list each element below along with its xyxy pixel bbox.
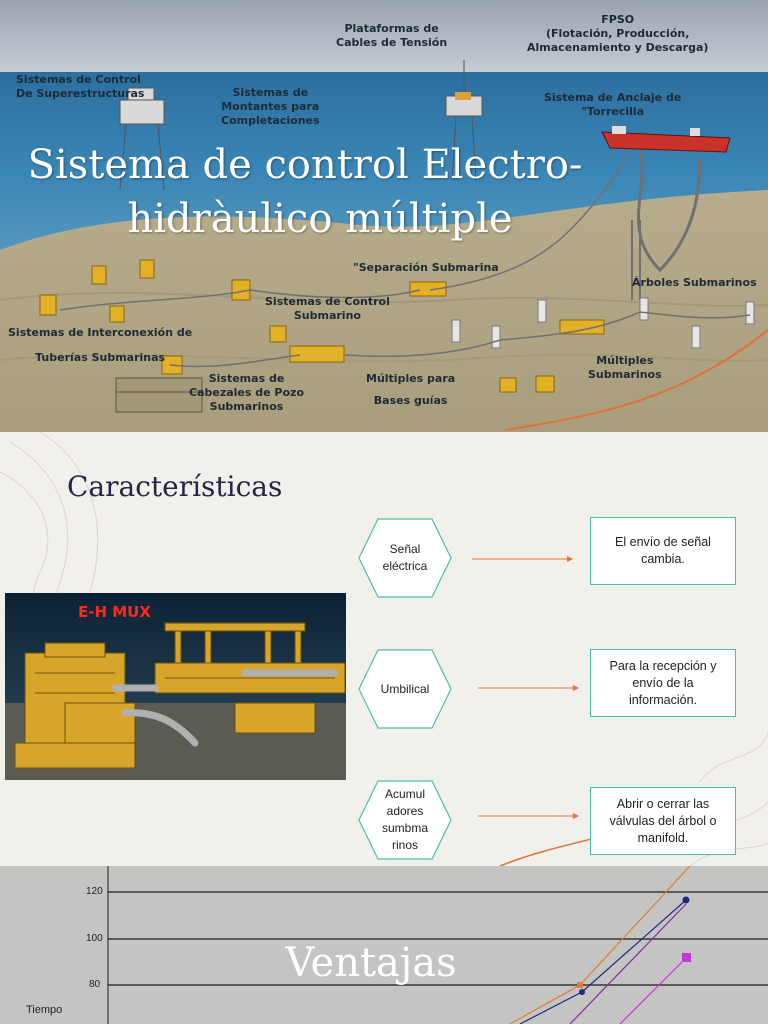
subsea-field-illustration: [0, 0, 768, 432]
box-senal-electrica: El envío de señal cambia.: [590, 517, 736, 585]
label-line: Plataformas de: [344, 22, 439, 35]
arrow-right-icon: [472, 556, 573, 562]
eh-mux-photo: E-H MUX: [5, 593, 346, 780]
hexagon-shape: [358, 518, 452, 598]
label-multiples-bases: Múltiples para Bases guías: [366, 368, 455, 412]
label-line: Cables de Tensión: [336, 36, 448, 49]
arrow-right-icon: [478, 813, 579, 819]
hex-senal-electrica: Señal eléctrica: [358, 518, 452, 598]
slide-title: Ventajas: [0, 940, 768, 986]
label-anclaje: Sistema de Anclaje de "Torrecilla: [544, 91, 681, 119]
slide-title: Sistema de control Electro- hidràulico m…: [0, 138, 610, 246]
label-montantes: Sistemas de Montantes para Completacione…: [221, 86, 320, 128]
label-line: Cabezales de Pozo: [189, 386, 305, 399]
label-line: Completaciones: [221, 114, 320, 127]
label-plataformas: Plataformas de Cables de Tensión: [336, 22, 447, 50]
arrow-right-icon: [478, 685, 579, 691]
slide-caracteristicas: Características: [0, 432, 768, 866]
y-tick-100: 100: [86, 933, 103, 944]
hex-label: Umbilical: [380, 681, 430, 696]
hexagon-shape: [358, 649, 452, 729]
label-line: FPSO: [601, 13, 635, 26]
label-cabezales: Sistemas de Cabezales de Pozo Submarinos: [189, 372, 304, 414]
label-line: Montantes para: [221, 100, 320, 113]
hexagon-shape: [358, 780, 452, 860]
label-line: "Torrecilla: [581, 105, 645, 118]
label-separacion: "Separación Submarina: [353, 261, 499, 274]
label-line: Submarino: [293, 309, 361, 322]
label-multiples-submarinos: Múltiples Submarinos: [588, 354, 662, 382]
label-arboles: Árboles Submarinos: [632, 276, 757, 289]
label-line: Tuberías Submarinas: [35, 351, 166, 364]
hex-umbilical: Umbilical: [358, 649, 452, 729]
label-line: Sistemas de: [208, 372, 285, 385]
label-line: Sistemas de Control: [16, 73, 141, 86]
label-line: De Superestructuras: [16, 87, 145, 100]
section-title: Características: [67, 470, 283, 503]
label-control-submarino: Sistemas de Control Submarino: [265, 295, 390, 323]
label-line: Sistemas de Control: [265, 295, 390, 308]
title-text: Ventajas: [285, 940, 457, 986]
title-line: hidràulico múltiple: [127, 196, 513, 242]
label-line: Almacenamiento y Descarga): [527, 41, 709, 54]
y-axis-label: Tiempo: [26, 1004, 63, 1016]
label-line: Sistemas de: [232, 86, 309, 99]
label-line: Múltiples: [596, 354, 654, 367]
hex-label: Acumul adores sumbma rinos: [381, 787, 428, 852]
label-line: Sistemas de Interconexión de: [8, 326, 193, 339]
label-line: Sistema de Anclaje de: [544, 91, 682, 104]
y-tick-120: 120: [86, 886, 103, 897]
label-line: Múltiples para: [366, 372, 456, 385]
label-line: Bases guías: [373, 394, 448, 407]
slide-subsea-overview: Plataformas de Cables de Tensión FPSO (F…: [0, 0, 768, 432]
hex-label: Señal eléctrica: [382, 542, 428, 573]
title-line: Sistema de control Electro-: [27, 142, 583, 188]
box-acumuladores: Abrir o cerrar las válvulas del árbol o …: [590, 787, 736, 855]
background-line-chart: [107, 866, 768, 1024]
label-line: (Flotación, Producción,: [546, 27, 690, 40]
hex-acumuladores: Acumul adores sumbma rinos: [358, 780, 452, 860]
eh-mux-illustration: [5, 593, 346, 780]
label-line: Submarinos: [209, 400, 284, 413]
label-fpso: FPSO (Flotación, Producción, Almacenamie…: [527, 13, 708, 55]
box-umbilical: Para la recepción y envío de la informac…: [590, 649, 736, 717]
label-control-superestructuras: Sistemas de Control De Superestructuras: [16, 73, 144, 101]
y-tick-80: 80: [89, 979, 101, 990]
box-text: El envío de señal cambia.: [615, 535, 711, 566]
box-text: Para la recepción y envío de la informac…: [609, 658, 717, 707]
box-text: Abrir o cerrar las válvulas del árbol o …: [609, 796, 717, 845]
photo-caption: E-H MUX: [78, 603, 151, 621]
slide-ventajas: 120 100 80 Tiempo Ventajas: [0, 866, 768, 1024]
label-line: Submarinos: [588, 368, 662, 381]
label-interconexion: Sistemas de Interconexión de Tuberías Su…: [8, 320, 192, 370]
